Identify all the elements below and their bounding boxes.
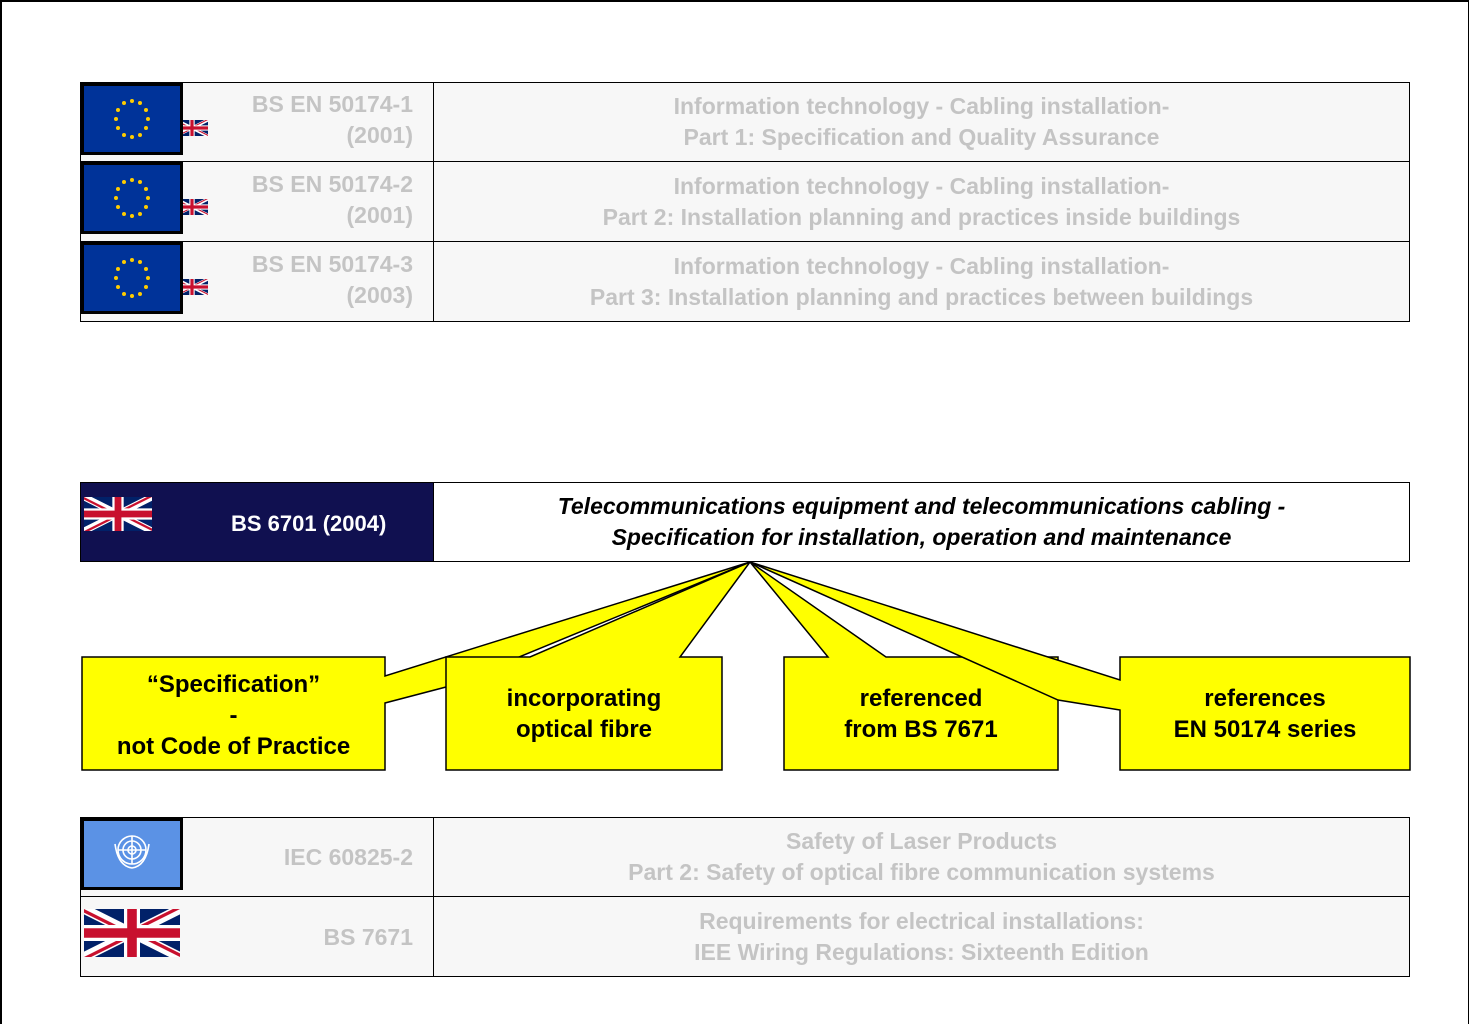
standard-code-cell: BS 7671 — [81, 897, 434, 976]
standard-code: BS EN 50174-1(2001) — [251, 91, 413, 148]
main-standard-row: BS 6701 (2004) Telecommunications equipm… — [80, 482, 1410, 562]
standard-code: BS EN 50174-2(2001) — [251, 171, 413, 228]
uk-flag-icon — [84, 489, 152, 539]
standard-code-cell: BS EN 50174-3(2003) — [81, 242, 434, 321]
standard-description: Information technology - Cabling install… — [589, 252, 1254, 310]
callout-specification-text: “Specification”-not Code of Practice — [116, 670, 351, 760]
standard-code: IEC 60825-2 — [283, 844, 413, 870]
standard-code: BS 7671 — [323, 924, 413, 950]
standard-description: Information technology - Cabling install… — [602, 172, 1241, 230]
main-standard-code-cell: BS 6701 (2004) — [81, 483, 434, 561]
main-standard-description: Telecommunications equipment and telecom… — [557, 493, 1286, 550]
main-standard-code: BS 6701 (2004) — [231, 511, 387, 536]
eu-flag-icon — [81, 83, 183, 155]
standard-description: Information technology - Cabling install… — [673, 93, 1170, 150]
eu-flag-icon — [81, 162, 183, 234]
callout-box-optical-fibre — [445, 560, 753, 771]
eu-flag-icon — [81, 242, 183, 314]
standard-code-cell: BS EN 50174-2(2001) — [81, 162, 434, 241]
standard-code-cell: IEC 60825-2 — [81, 818, 434, 896]
standard-row-en50174-1: BS EN 50174-1(2001) Information technolo… — [80, 82, 1410, 162]
standard-description: Requirements for electrical installation… — [694, 907, 1149, 965]
standard-row-en50174-3: BS EN 50174-3(2003) Information technolo… — [80, 241, 1410, 322]
standard-code: BS EN 50174-3(2003) — [251, 251, 413, 308]
standard-row-bs7671: BS 7671 Requirements for electrical inst… — [80, 896, 1410, 977]
un-flag-icon — [81, 818, 183, 890]
callout-box-en50174 — [749, 561, 1411, 771]
uk-flag-icon — [84, 903, 180, 963]
standard-code-cell: BS EN 50174-1(2001) — [81, 83, 434, 161]
